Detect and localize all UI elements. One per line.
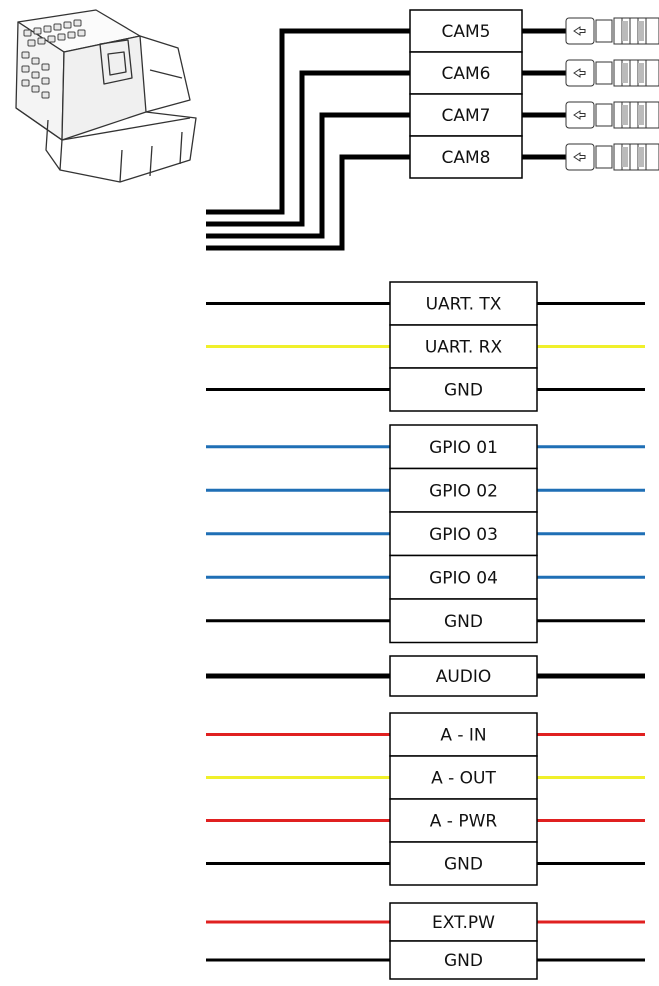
connector-icon (15, 9, 197, 183)
signal-label-box (389, 841, 538, 886)
signal-label: A - IN (440, 726, 486, 746)
cam-wire-5 (206, 28, 410, 215)
signal-label-box (389, 798, 538, 843)
signal-label-box (389, 367, 538, 412)
signal-label-box (389, 712, 538, 757)
signal-label: GPIO 04 (429, 568, 498, 588)
camera-label-box (409, 93, 523, 137)
signal-label: GPIO 02 (429, 481, 498, 501)
signal-label: A - OUT (431, 769, 496, 789)
signal-label: GND (444, 612, 483, 632)
group-uart: UART. TX UART. RX GND (206, 281, 645, 412)
camera-plug-icon (565, 59, 659, 87)
signal-label-box (389, 324, 538, 369)
signal-label: UART. RX (425, 338, 503, 358)
camera-label: CAM5 (442, 22, 491, 42)
signal-label-box (389, 281, 538, 326)
cam-wire-8 (206, 154, 410, 251)
group-analog: A - IN A - OUT A - PWR GND (206, 712, 645, 886)
camera-label: CAM7 (442, 106, 491, 126)
signal-label-box (389, 554, 538, 600)
signal-label: GND (444, 381, 483, 401)
group-audio: AUDIO (206, 655, 645, 697)
camera-label-box (409, 51, 523, 95)
signal-label: A - PWR (430, 812, 498, 832)
group-ext-power: EXT.PW GND (206, 902, 645, 980)
camera-label-box (409, 135, 523, 179)
signal-label: GPIO 03 (429, 525, 498, 545)
signal-label: EXT.PW (432, 913, 495, 933)
signal-label-box (389, 467, 538, 513)
signal-label-box (389, 755, 538, 800)
camera-plug-icon (565, 17, 659, 45)
signal-groups: UART. TX UART. RX GND GPIO 01 GPIO 02 GPIO 03… (206, 281, 645, 980)
signal-label-box (389, 598, 538, 644)
signal-label: UART. TX (426, 295, 502, 315)
signal-label: AUDIO (436, 667, 492, 687)
signal-label-box (389, 511, 538, 557)
signal-label-box (389, 940, 538, 980)
cam-wire-7 (206, 112, 410, 239)
camera-label: CAM6 (442, 64, 491, 84)
signal-label-box (389, 424, 538, 470)
signal-label: GND (444, 855, 483, 875)
group-gpio: GPIO 01 GPIO 02 GPIO 03 GPIO 04 GND (206, 424, 645, 644)
camera-plug-icon (565, 143, 659, 171)
cam-wire-6 (206, 70, 410, 227)
camera-plug-icon (565, 101, 659, 129)
camera-label: CAM8 (442, 148, 491, 168)
signal-label: GND (444, 951, 483, 971)
signal-label-box (389, 655, 538, 697)
signal-label-box (389, 902, 538, 942)
signal-label: GPIO 01 (429, 438, 498, 458)
